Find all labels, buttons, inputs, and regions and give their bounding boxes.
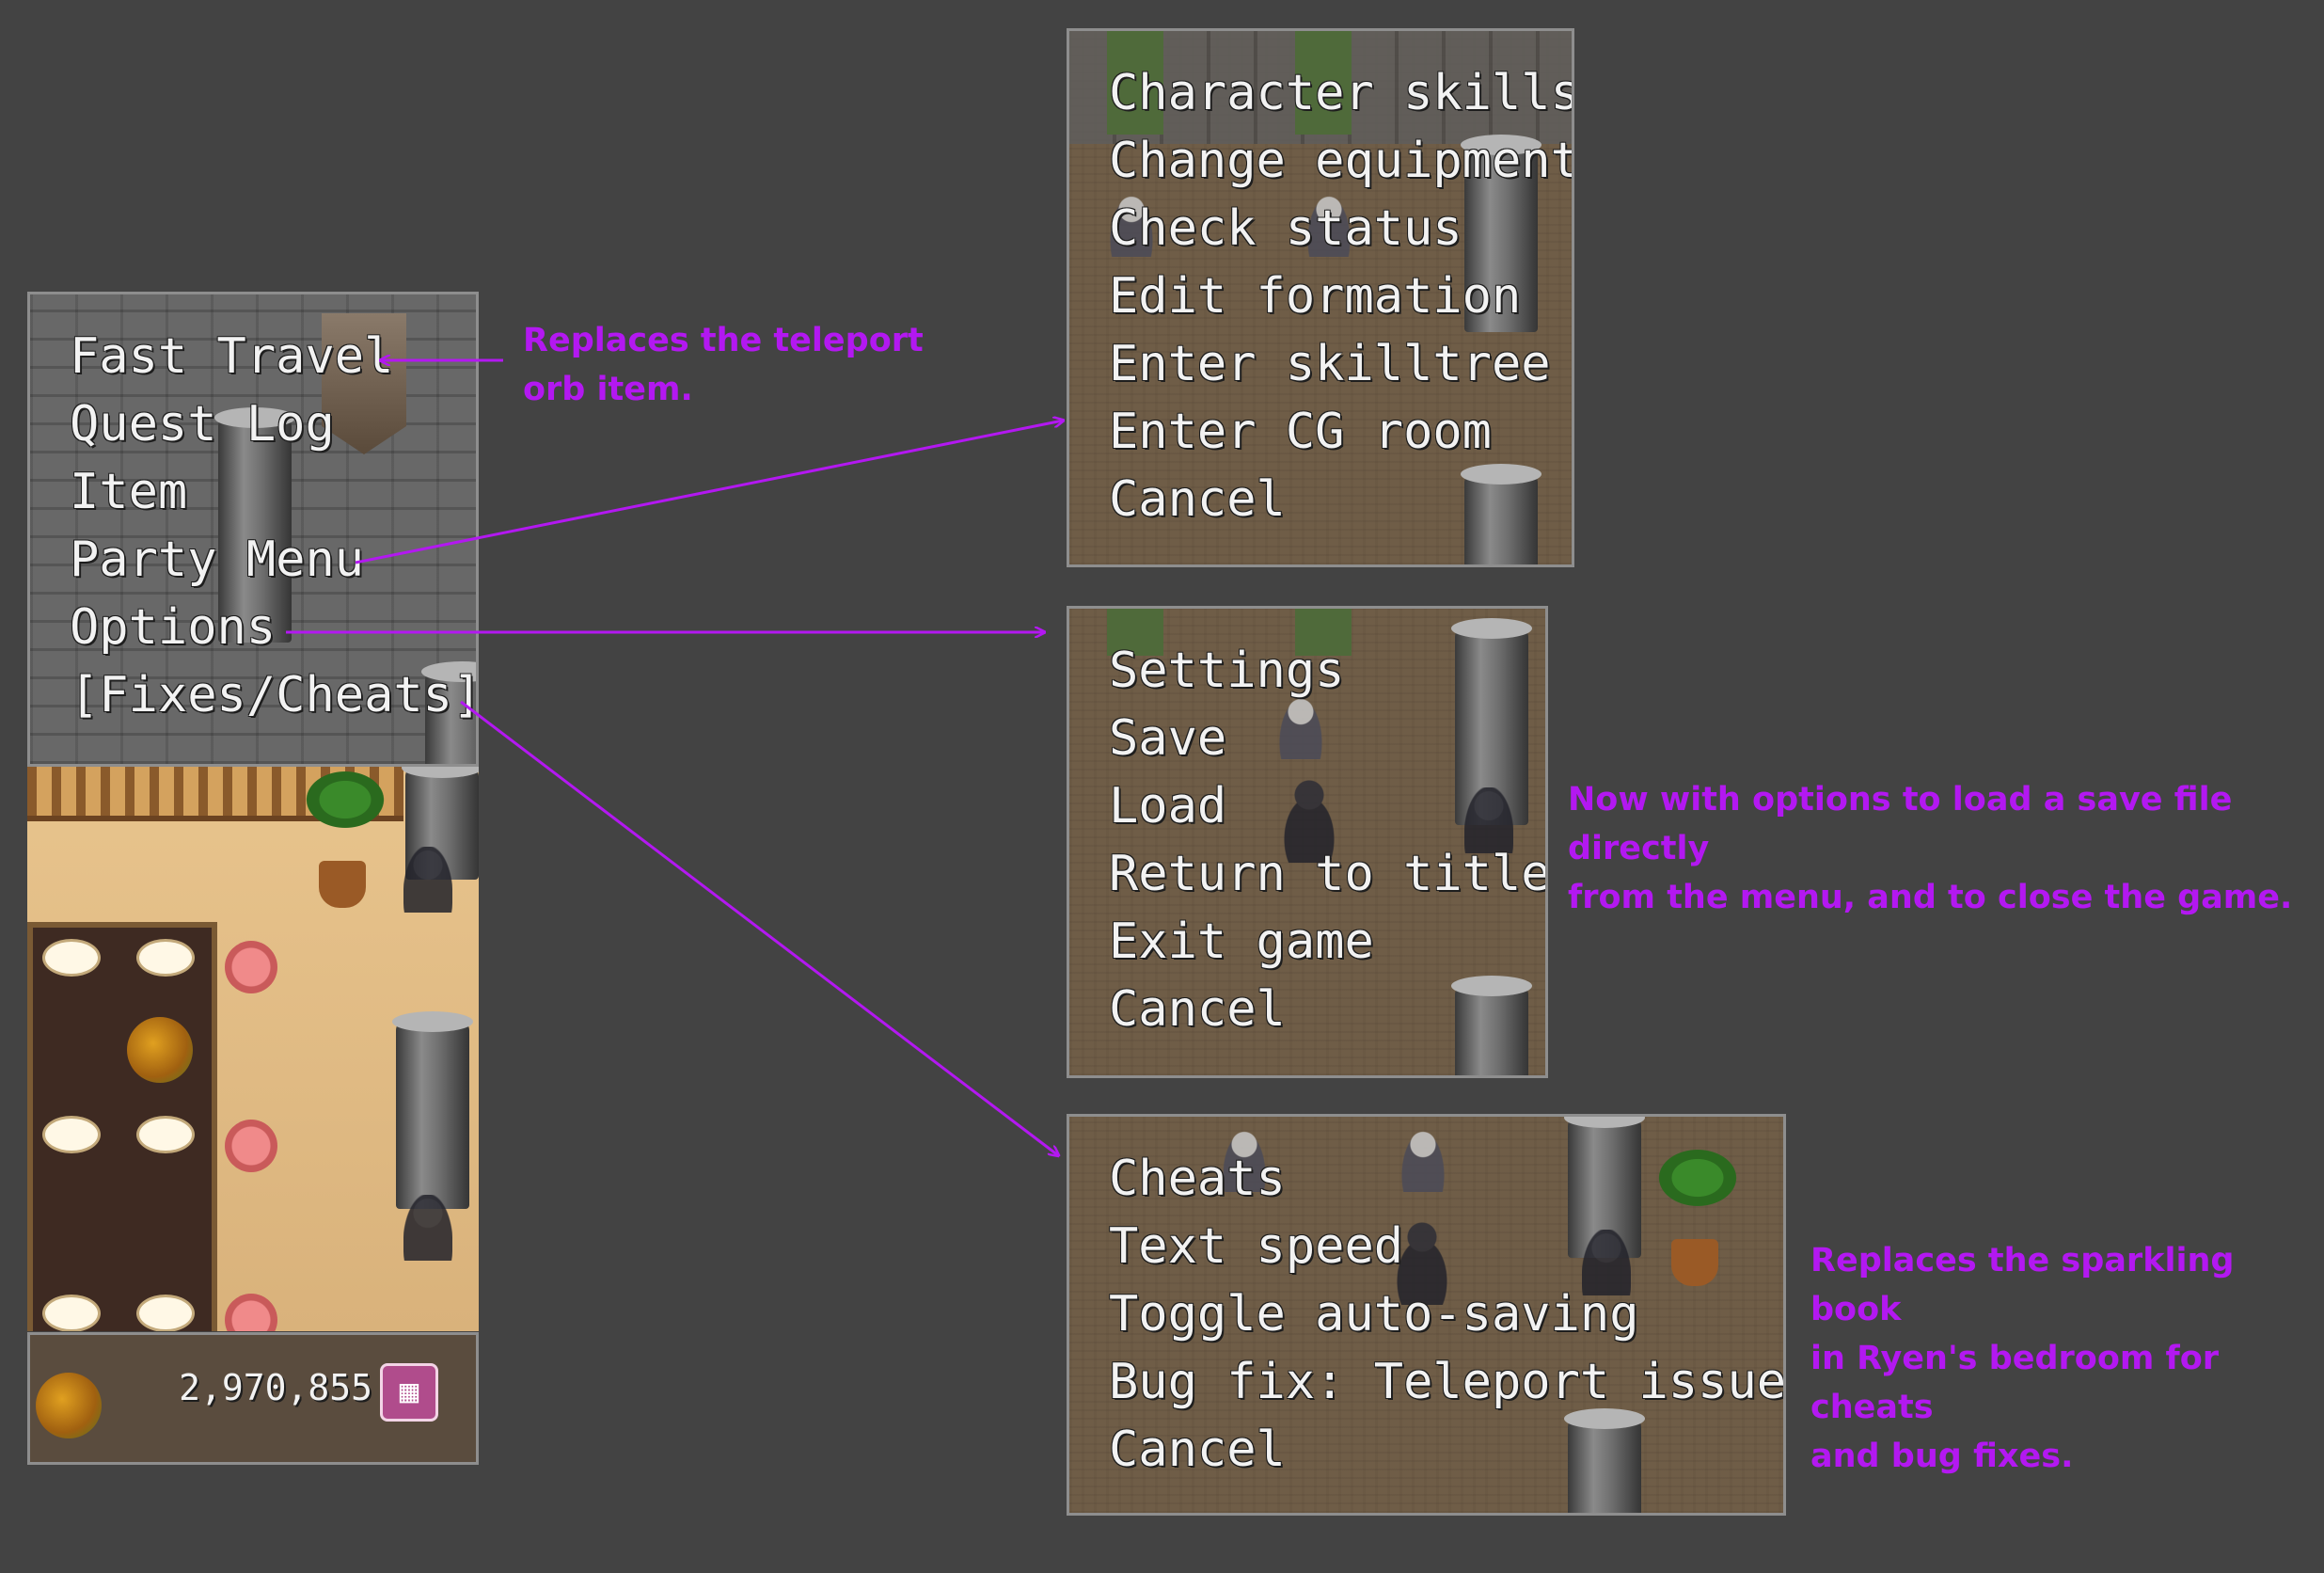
menu-item-quest-log[interactable]: Quest Log xyxy=(70,396,335,453)
menu-item-check-status[interactable]: Check status xyxy=(1109,200,1462,257)
plate-decoration xyxy=(42,1116,101,1153)
menu-item-party-menu[interactable]: Party Menu xyxy=(70,532,365,588)
plate-decoration xyxy=(42,939,101,977)
treasure-chest-icon: ▦ xyxy=(380,1363,438,1422)
menu-item-enter-skilltree[interactable]: Enter skilltree xyxy=(1109,336,1551,392)
plant-pot-decoration xyxy=(1671,1239,1718,1286)
stone-pillar-decoration xyxy=(214,407,295,643)
main-menu-list: Fast Travel Quest Log Item Party Menu Op… xyxy=(30,323,476,729)
menu-item-cheats[interactable]: Cheats xyxy=(1069,1145,1783,1213)
plate-decoration xyxy=(136,939,195,977)
plate-decoration xyxy=(42,1295,101,1331)
arrow-party-menu-to-submenu xyxy=(355,421,1063,564)
menu-item-character-skills[interactable]: Character skills xyxy=(1069,59,1572,127)
menu-item-exit-game[interactable]: Exit game xyxy=(1109,914,1374,970)
menu-item-cancel[interactable]: Cancel xyxy=(1109,981,1286,1038)
stone-pillar-decoration xyxy=(392,1011,473,1209)
stone-pillar-decoration xyxy=(1461,464,1541,564)
menu-item-return-to-title[interactable]: Return to title xyxy=(1109,846,1548,902)
stone-pillar-decoration xyxy=(421,661,476,764)
character-sprite xyxy=(1276,693,1325,759)
menu-item-item[interactable]: Item xyxy=(70,464,188,520)
menu-item-enter-cg-room[interactable]: Enter CG room xyxy=(1109,404,1492,460)
gold-window: 2,970,855 ▦ xyxy=(27,1332,479,1465)
guard-character-sprite xyxy=(1464,787,1513,853)
character-sprite xyxy=(1304,191,1353,257)
stool-decoration xyxy=(225,1120,277,1172)
stone-pillar-decoration xyxy=(1564,1408,1645,1513)
menu-item-change-equipment[interactable]: Change equipment xyxy=(1109,133,1574,189)
plate-decoration xyxy=(136,1295,195,1331)
annotation-fast-travel: Replaces the teleport orb item. xyxy=(523,322,924,408)
annotation-options: Now with options to load a save file dir… xyxy=(1568,781,2293,916)
gold-amount: 2,970,855 xyxy=(179,1367,372,1408)
guard-character-sprite xyxy=(1582,1230,1631,1295)
menu-item-cancel[interactable]: Cancel xyxy=(1109,1422,1286,1478)
menu-item-toggle-auto-saving[interactable]: Toggle auto-saving xyxy=(1109,1286,1639,1343)
main-menu-panel: Fast Travel Quest Log Item Party Menu Op… xyxy=(27,292,479,767)
menu-item-cancel[interactable]: Cancel xyxy=(1109,471,1286,528)
menu-item-fast-travel[interactable]: Fast Travel xyxy=(30,323,476,390)
game-map-floor xyxy=(27,767,479,1331)
guard-character-sprite xyxy=(403,847,452,913)
annotation-cheats: Replaces the sparkling book in Ryen's be… xyxy=(1810,1242,2235,1475)
menu-item-load[interactable]: Load xyxy=(1109,778,1227,834)
potted-plant-decoration xyxy=(300,767,390,833)
guard-character-sprite xyxy=(403,1195,452,1261)
winged-character-sprite xyxy=(1380,1211,1464,1305)
options-menu-list: Settings Save Load Return to title Exit … xyxy=(1069,637,1545,1043)
menu-item-options[interactable]: Options xyxy=(70,599,277,656)
arrow-cheats-to-submenu xyxy=(460,700,1058,1155)
menu-item-settings[interactable]: Settings xyxy=(1069,637,1545,705)
stone-pillar-decoration xyxy=(1461,135,1541,332)
menu-item-bug-fix-teleport[interactable]: Bug fix: Teleport issues xyxy=(1109,1354,1786,1410)
plant-pot-decoration xyxy=(319,861,366,908)
character-sprite xyxy=(1107,191,1156,257)
menu-item-save[interactable]: Save xyxy=(1109,710,1227,767)
menu-item-edit-formation[interactable]: Edit formation xyxy=(1109,268,1522,325)
stone-pillar-decoration xyxy=(1451,976,1532,1075)
cheats-menu-list: Cheats Text speed Toggle auto-saving Bug… xyxy=(1069,1145,1783,1484)
stool-decoration xyxy=(225,1294,277,1331)
party-menu-list: Character skills Change equipment Check … xyxy=(1069,59,1572,533)
plate-decoration xyxy=(136,1116,195,1153)
menu-item-text-speed[interactable]: Text speed xyxy=(1109,1218,1404,1275)
cheats-menu-panel: Cheats Text speed Toggle auto-saving Bug… xyxy=(1067,1114,1786,1516)
stool-decoration xyxy=(225,941,277,993)
options-menu-panel: Settings Save Load Return to title Exit … xyxy=(1067,606,1548,1078)
menu-item-fixes-cheats[interactable]: [Fixes/Cheats] xyxy=(70,667,479,723)
winged-character-sprite xyxy=(1267,769,1352,863)
